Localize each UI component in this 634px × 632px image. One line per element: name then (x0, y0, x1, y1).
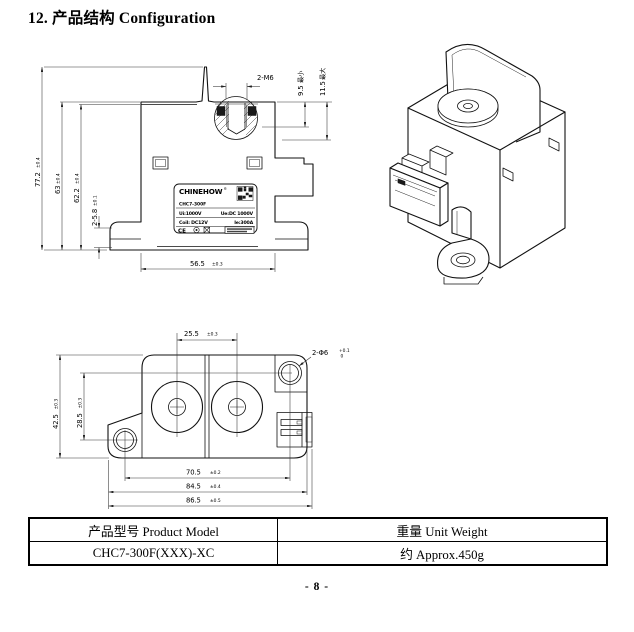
page-title: 12. 产品结构 Configuration (28, 10, 216, 27)
svg-text:11.5: 11.5 (319, 81, 327, 96)
svg-text:28.5: 28.5 (76, 413, 84, 428)
svg-text:±0.4: ±0.4 (210, 484, 221, 490)
svg-text:±0.3: ±0.3 (212, 262, 223, 268)
nameplate-label: CHINEHOW ® CHC7-300F Ui:1000V Ue:DC 1000… (173, 183, 258, 235)
spec-value-model: CHC7-300F(XXX)-XC (28, 541, 279, 566)
bottom-dimensions: 25.5 ±0.3 2-Φ6 +0.1 0 42.5 ±0.3 28.5 ±0.… (52, 330, 350, 509)
bottom-view-drawing: 25.5 ±0.3 2-Φ6 +0.1 0 42.5 ±0.3 28.5 ±0.… (52, 330, 350, 509)
svg-text:最大: 最大 (319, 68, 327, 80)
svg-text:63: 63 (54, 186, 62, 194)
svg-text:±0.3: ±0.3 (54, 399, 60, 410)
svg-text:±0.5: ±0.5 (210, 498, 221, 504)
iso-body (407, 43, 566, 269)
iso-top-bracket (445, 43, 541, 143)
svg-text:84.5: 84.5 (186, 483, 201, 491)
coil-rating: Coil: DC12V (179, 220, 208, 226)
svg-text:+0.1: +0.1 (339, 348, 350, 354)
vent-window (152, 156, 263, 170)
ie-rating: Ie:300A (234, 220, 253, 226)
svg-text:2-Φ6: 2-Φ6 (312, 349, 328, 357)
brand-text: CHINEHOW (179, 187, 223, 196)
registered-mark: ® (224, 187, 228, 191)
ue-rating: Ue:DC 1000V (221, 211, 254, 217)
model-text: CHC7-300F (179, 202, 206, 208)
iso-vent-slots (502, 137, 560, 182)
spec-header-model: 产品型号 Product Model (28, 517, 279, 542)
iso-terminal-boss (437, 88, 499, 128)
svg-text:56.5: 56.5 (190, 260, 205, 268)
svg-text:±0.4: ±0.4 (36, 157, 42, 168)
svg-text:2-5.8: 2-5.8 (91, 209, 99, 226)
svg-text:9.5: 9.5 (297, 85, 305, 96)
front-view-drawing: CHINEHOW ® CHC7-300F Ui:1000V Ue:DC 1000… (34, 66, 332, 272)
svg-text:±0.3: ±0.3 (207, 332, 218, 338)
spec-value-weight: 约 Approx.450g (277, 541, 608, 566)
svg-text:±0.2: ±0.2 (210, 470, 221, 476)
certification-circle-icon (193, 227, 200, 234)
svg-text:±0.4: ±0.4 (75, 173, 81, 184)
iso-mount-foot (437, 206, 490, 285)
svg-text:0: 0 (341, 353, 344, 359)
svg-text:25.5: 25.5 (184, 330, 199, 338)
page-number: - 8 - (304, 581, 330, 593)
spec-table: 产品型号 Product Model 重量 Unit Weight CHC7-3… (28, 517, 608, 566)
cert-codes-block (224, 226, 255, 234)
ui-rating: Ui:1000V (179, 211, 202, 217)
svg-text:±0.3: ±0.3 (78, 398, 84, 409)
svg-text:最小: 最小 (297, 70, 305, 83)
isometric-view-drawing (389, 43, 566, 285)
bottom-body-outline (107, 354, 313, 459)
terminal-boss (150, 380, 264, 434)
front-dimensions: 77.2 ±0.4 63 ±0.4 62.2 ±0.4 2-5.8 ±0.1 5… (34, 66, 332, 272)
spec-value-row: CHC7-300F(XXX)-XC 约 Approx.450g (28, 541, 608, 566)
svg-text:86.5: 86.5 (186, 497, 201, 505)
svg-text:2-M6: 2-M6 (257, 74, 274, 82)
svg-text:62.2: 62.2 (73, 188, 81, 203)
front-body-outline (109, 66, 314, 251)
weee-bin-icon (203, 226, 210, 234)
spec-header-row: 产品型号 Product Model 重量 Unit Weight (28, 517, 608, 542)
ce-mark: CE (178, 229, 186, 235)
iso-connector (389, 145, 454, 227)
connector-block (276, 412, 313, 448)
svg-text:70.5: 70.5 (186, 469, 201, 477)
spec-header-weight: 重量 Unit Weight (277, 517, 608, 542)
svg-text:42.5: 42.5 (52, 414, 60, 429)
terminal-section-detail (214, 96, 258, 140)
svg-text:±0.4: ±0.4 (56, 173, 62, 184)
qr-code-icon (236, 186, 254, 201)
svg-text:77.2: 77.2 (34, 172, 42, 187)
svg-text:±0.1: ±0.1 (93, 195, 99, 206)
